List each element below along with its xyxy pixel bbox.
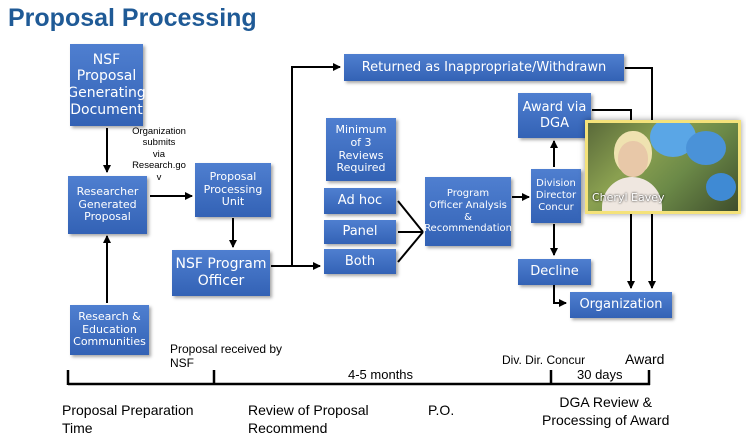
video-thumbnail[interactable]: Cheryl Eavey xyxy=(585,120,741,214)
timeline-months-label: 4-5 months xyxy=(348,367,414,382)
min-reviews-box: Minimum of 3 Reviews Required xyxy=(326,118,396,181)
adhoc-box: Ad hoc xyxy=(324,188,396,214)
timeline-div-concur-label: Div. Dir. Concur xyxy=(502,353,586,367)
po-analysis-box: Program Officer Analysis & Recommendatio… xyxy=(424,177,512,246)
flower-decoration xyxy=(706,173,736,201)
timeline-days-label: 30 days xyxy=(577,367,623,382)
researcher-box: Researcher Generated Proposal xyxy=(68,176,147,234)
person-head xyxy=(618,141,648,177)
submit-note: Organization submits via Research.go v xyxy=(132,126,186,183)
research-communities-box: Research & Education Communities xyxy=(70,305,149,355)
panel-box: Panel xyxy=(324,220,396,244)
timeline-award-label: Award xyxy=(625,351,665,367)
timeline-received-label: Proposal received by NSF xyxy=(170,342,283,371)
returned-box: Returned as Inappropriate/Withdrawn xyxy=(344,54,624,81)
line-adhoc xyxy=(397,200,424,233)
division-director-box: Division Director Concur xyxy=(531,169,581,223)
phase-po-label: P.O. xyxy=(428,402,455,418)
phase-prep-label: Proposal Preparation Time xyxy=(62,402,194,436)
video-name-label: Cheryl Eavey xyxy=(592,191,665,204)
both-box: Both xyxy=(324,249,396,274)
program-officer-box: NSF Program Officer xyxy=(172,250,270,296)
arrow-officer-to-returned xyxy=(271,63,341,267)
award-dga-box: Award via DGA xyxy=(518,93,591,138)
line-both xyxy=(397,231,424,263)
arrow-returned-to-organization xyxy=(625,67,656,289)
decline-box: Decline xyxy=(518,259,591,285)
flower-decoration xyxy=(686,131,726,165)
phase-dga-label: DGA Review & Processing of Award xyxy=(542,394,670,428)
arrow-award-to-organization xyxy=(592,109,635,289)
nsf-doc-box: NSF Proposal Generating Document xyxy=(67,44,146,126)
arrow-decline-to-organization xyxy=(553,285,567,307)
processing-unit-box: Proposal Processing Unit xyxy=(195,163,271,217)
timeline xyxy=(66,370,651,386)
page-title: Proposal Processing xyxy=(8,4,257,32)
phase-review-label: Review of Proposal Recommend xyxy=(248,402,369,436)
organization-box: Organization xyxy=(570,292,672,318)
